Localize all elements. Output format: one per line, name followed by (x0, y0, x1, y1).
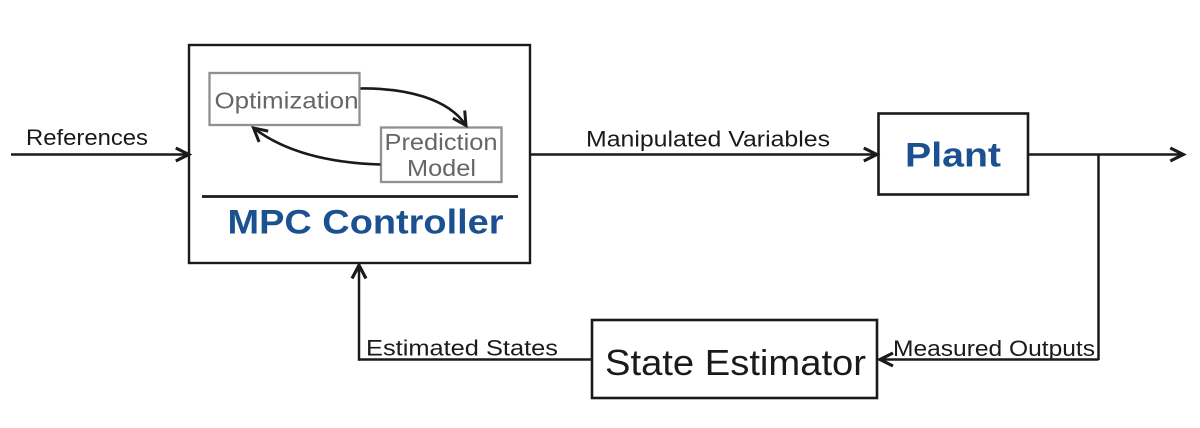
svg-text:Optimization: Optimization (215, 88, 359, 114)
svg-text:Plant: Plant (905, 137, 1001, 175)
svg-text:Estimated States: Estimated States (366, 336, 558, 361)
svg-text:State Estimator: State Estimator (605, 342, 866, 383)
svg-text:Prediction: Prediction (385, 129, 498, 155)
svg-text:Measured Outputs: Measured Outputs (893, 336, 1095, 361)
svg-text:References: References (26, 125, 148, 150)
svg-text:MPC Controller: MPC Controller (228, 204, 504, 242)
svg-text:Manipulated Variables: Manipulated Variables (586, 127, 830, 152)
svg-text:Model: Model (407, 155, 476, 181)
